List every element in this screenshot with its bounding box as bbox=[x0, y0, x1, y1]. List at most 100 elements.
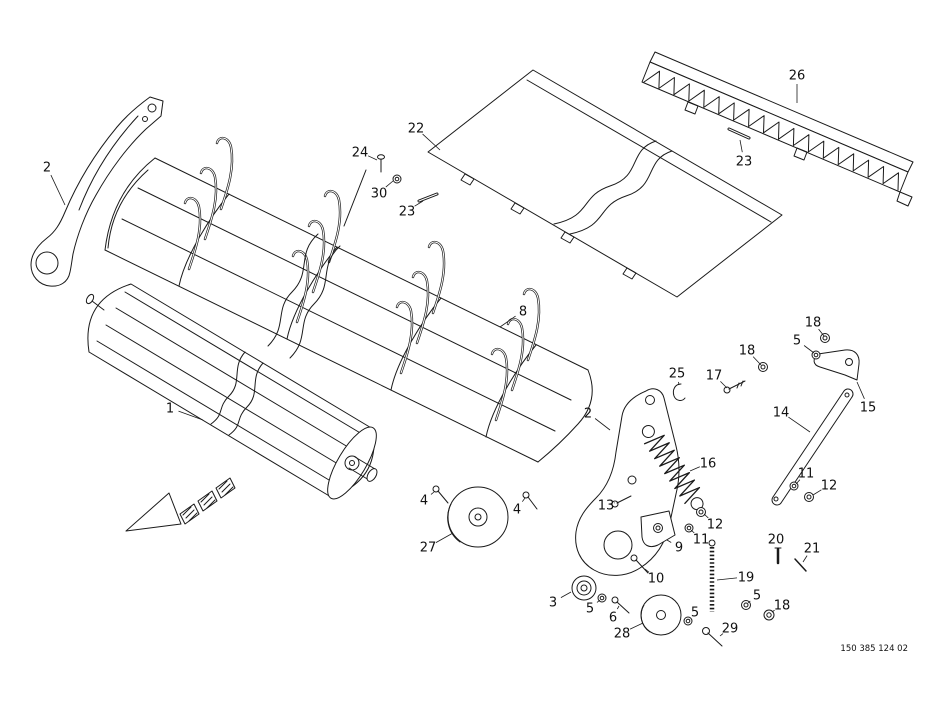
callout-label: 11 bbox=[693, 533, 710, 548]
drawing-number: 150 385 124 02 bbox=[840, 644, 908, 654]
callout-leader bbox=[689, 466, 700, 472]
bolt-29 bbox=[702, 627, 723, 647]
callout-9: 9 bbox=[666, 539, 683, 556]
callout-29: 29 bbox=[719, 622, 738, 637]
callout-14: 14 bbox=[773, 406, 811, 433]
callout-5: 5 bbox=[689, 606, 699, 621]
callout-8: 8 bbox=[499, 305, 527, 328]
pin-21 bbox=[794, 558, 807, 572]
callout-label: 9 bbox=[675, 541, 683, 556]
bolt-24 bbox=[377, 154, 385, 173]
tensioner-disc bbox=[447, 486, 509, 548]
callout-leader bbox=[856, 381, 865, 399]
callout-label: 5 bbox=[753, 589, 761, 604]
pickup-tine bbox=[412, 271, 429, 344]
pickup-tine bbox=[507, 318, 524, 391]
callout-label: 5 bbox=[586, 602, 594, 617]
callout-label: 5 bbox=[691, 606, 699, 621]
tine-rod bbox=[343, 169, 367, 227]
callout-label: 27 bbox=[420, 541, 437, 556]
pickup-tine bbox=[428, 241, 445, 314]
callout-label: 22 bbox=[408, 122, 425, 137]
serrated-strip bbox=[641, 51, 914, 207]
callout-10: 10 bbox=[644, 568, 665, 587]
callout-leader bbox=[594, 418, 611, 431]
bracket-15 bbox=[813, 349, 860, 381]
callout-13: 13 bbox=[598, 499, 615, 514]
pickup-tine bbox=[292, 250, 309, 323]
bolt-4a bbox=[432, 485, 449, 504]
callout-label: 25 bbox=[669, 367, 686, 382]
callout-15: 15 bbox=[856, 381, 876, 416]
callout-leader bbox=[747, 600, 751, 604]
callout-label: 18 bbox=[739, 344, 756, 359]
callout-leader bbox=[739, 139, 743, 153]
rear-panel bbox=[427, 69, 783, 298]
callout-12: 12 bbox=[812, 479, 837, 496]
tine-frame bbox=[104, 136, 593, 463]
callout-label: 2 bbox=[584, 407, 592, 422]
callout-leader bbox=[178, 410, 204, 421]
callout-label: 21 bbox=[804, 542, 821, 557]
callout-16: 16 bbox=[689, 457, 716, 472]
callout-label: 5 bbox=[793, 334, 801, 349]
washer-11a bbox=[789, 481, 799, 491]
callout-leader bbox=[690, 529, 695, 534]
cover-disc bbox=[640, 594, 682, 636]
callout-11: 11 bbox=[690, 529, 710, 548]
bolt-4b bbox=[522, 491, 538, 510]
callout-18: 18 bbox=[739, 344, 762, 366]
callout-label: 8 bbox=[519, 305, 527, 320]
callout-26: 26 bbox=[789, 69, 805, 103]
callout-label: 11 bbox=[798, 467, 815, 482]
callout-leader bbox=[422, 133, 441, 151]
pickup-tine bbox=[216, 137, 233, 210]
nut-12a bbox=[804, 492, 814, 502]
nut-18a bbox=[820, 333, 830, 343]
callout-3: 3 bbox=[549, 591, 572, 611]
serration-teeth bbox=[643, 70, 899, 191]
bolt-13 bbox=[611, 495, 632, 508]
callout-label: 12 bbox=[707, 518, 724, 533]
pivot-bracket bbox=[640, 510, 676, 548]
callout-11: 11 bbox=[795, 467, 815, 485]
callout-leader bbox=[666, 539, 672, 543]
callout-label: 23 bbox=[399, 205, 416, 220]
callout-label: 3 bbox=[549, 596, 557, 611]
pickup-tine bbox=[184, 197, 201, 270]
callout-28: 28 bbox=[614, 622, 644, 642]
bolt-6 bbox=[611, 596, 630, 614]
pickup-tine bbox=[308, 220, 325, 293]
callout-5: 5 bbox=[793, 334, 815, 354]
callout-label: 23 bbox=[736, 155, 753, 170]
callout-leader bbox=[435, 532, 454, 543]
nut-30 bbox=[392, 174, 402, 184]
callout-23: 23 bbox=[399, 200, 424, 220]
tine-layer bbox=[183, 136, 541, 422]
callout-label: 24 bbox=[352, 146, 369, 161]
pickup-tine bbox=[200, 167, 217, 240]
callout-label: 2 bbox=[43, 161, 51, 176]
callout-5: 5 bbox=[747, 589, 761, 604]
bolt-17 bbox=[723, 380, 746, 394]
nut-12b bbox=[696, 507, 706, 517]
callout-4: 4 bbox=[513, 497, 526, 518]
roller-drum bbox=[85, 283, 378, 500]
callout-25: 25 bbox=[669, 367, 686, 386]
callout-leader bbox=[50, 174, 66, 206]
hub-bearing bbox=[571, 575, 597, 601]
pin-23a bbox=[417, 192, 439, 203]
callout-leader bbox=[678, 381, 680, 386]
callout-label: 10 bbox=[648, 572, 665, 587]
bolt-10 bbox=[630, 554, 649, 574]
callout-leader bbox=[720, 381, 728, 389]
callout-label: 17 bbox=[706, 369, 723, 384]
callout-leader bbox=[414, 200, 424, 207]
callout-21: 21 bbox=[802, 542, 821, 563]
callout-17: 17 bbox=[706, 369, 728, 389]
callout-leader bbox=[719, 633, 724, 637]
pin-23b bbox=[727, 127, 751, 140]
